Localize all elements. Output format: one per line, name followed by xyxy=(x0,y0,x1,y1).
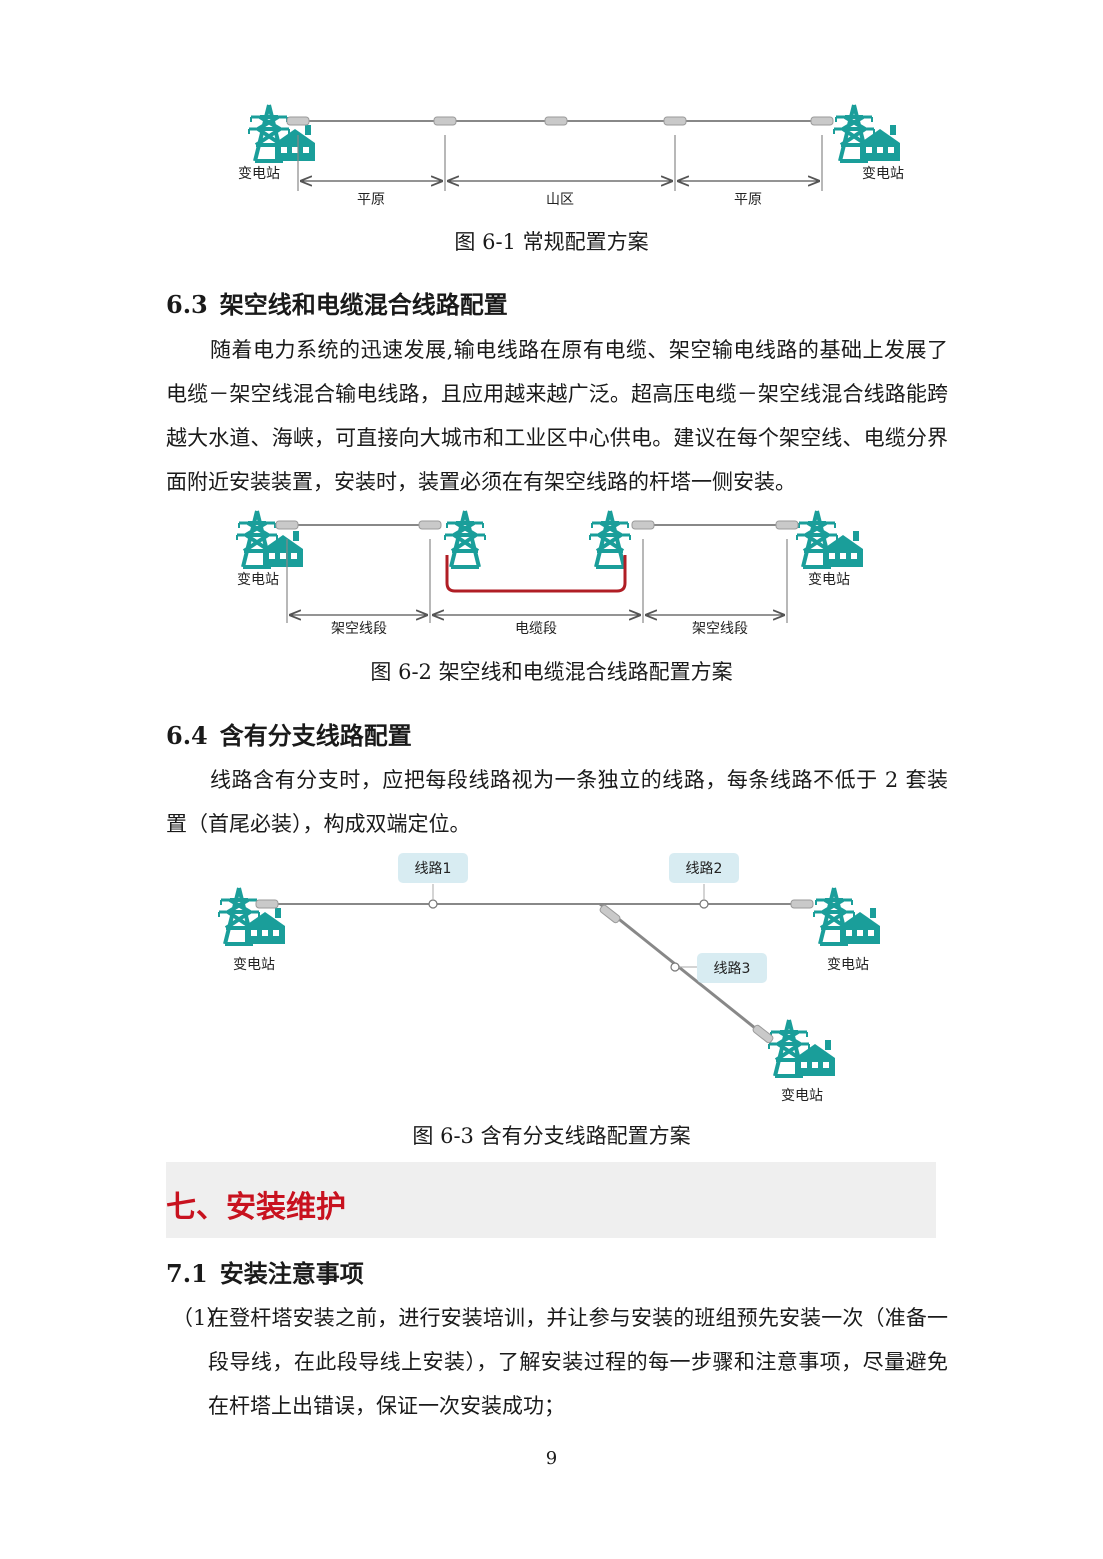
section-number: 6.3 xyxy=(166,290,208,319)
device-icon xyxy=(544,116,568,126)
station-label: 变电站 xyxy=(827,957,869,973)
list-item-text: 在登杆塔安装之前，进行安装培训，并让参与安装的班组预先安装一次（准备一段导线，在… xyxy=(208,1306,948,1418)
figure-6-3: 线路1 线路2 线路3 变电站 变电站 变电站 xyxy=(215,853,895,1104)
device-icon xyxy=(810,116,834,126)
figure-caption: 图 6-2 架空线和电缆混合线路配置方案 xyxy=(370,660,733,684)
list-marker: （1） xyxy=(172,1306,228,1330)
device-icon xyxy=(286,116,310,126)
station-label: 变电站 xyxy=(238,166,280,182)
device-icon xyxy=(663,116,687,126)
section-number: 7.1 xyxy=(166,1259,208,1288)
device-icon xyxy=(275,520,299,530)
segment-label: 电缆段 xyxy=(515,621,557,637)
segment-label: 平原 xyxy=(734,192,762,208)
page-number: 9 xyxy=(545,1448,558,1469)
substation-icon xyxy=(219,888,285,944)
figure-caption: 图 6-3 含有分支线路配置方案 xyxy=(412,1124,691,1148)
substation-icon xyxy=(797,511,863,567)
substation-icon xyxy=(769,1020,835,1076)
line-label: 线路1 xyxy=(415,861,452,877)
device-icon xyxy=(433,116,457,126)
chapter-title: 七、安装维护 xyxy=(166,1190,346,1225)
section-heading: 7.1 安装注意事项 xyxy=(166,1254,364,1289)
device-icon xyxy=(790,899,814,909)
section-heading: 6.4 含有分支线路配置 xyxy=(166,716,412,751)
section-title: 架空线和电缆混合线路配置 xyxy=(219,291,508,319)
segment-label: 平原 xyxy=(357,192,385,208)
device-icon xyxy=(598,903,622,925)
device-icon xyxy=(418,520,442,530)
line-label: 线路3 xyxy=(714,961,751,977)
segment-label: 架空线段 xyxy=(692,621,748,637)
figure-caption: 图 6-1 常规配置方案 xyxy=(454,230,649,254)
paragraph: 随着电力系统的迅速发展,输电线路在原有电缆、架空输电线路的基础上发展了电缆－架空… xyxy=(166,338,948,494)
section-title: 安装注意事项 xyxy=(219,1260,364,1288)
substation-icon xyxy=(237,511,303,567)
device-icon xyxy=(255,899,279,909)
section-heading: 6.3 架空线和电缆混合线路配置 xyxy=(166,285,508,320)
paragraph: 线路含有分支时，应把每段线路视为一条独立的线路，每条线路不低于 2 套装置（首尾… xyxy=(166,768,948,836)
station-label: 变电站 xyxy=(237,572,279,588)
section-number: 6.4 xyxy=(166,721,208,750)
device-icon xyxy=(631,520,655,530)
cable-line xyxy=(445,555,627,593)
segment-label: 山区 xyxy=(546,192,574,208)
tower-icon xyxy=(443,509,487,569)
chapter-heading-bar: 七、安装维护 xyxy=(166,1162,936,1238)
line-label: 线路2 xyxy=(686,861,723,877)
segment-label: 架空线段 xyxy=(331,621,387,637)
device-icon xyxy=(775,520,799,530)
station-label: 变电站 xyxy=(233,957,275,973)
list-item: （1） 在登杆塔安装之前，进行安装培训，并让参与安装的班组预先安装一次（准备一段… xyxy=(172,1296,948,1428)
substation-icon xyxy=(834,105,900,161)
substation-icon xyxy=(814,888,880,944)
figure-6-1: 变电站 变电站 平原 山区 平原 xyxy=(238,95,904,208)
section-title: 含有分支线路配置 xyxy=(219,722,412,750)
station-label: 变电站 xyxy=(808,572,850,588)
station-label: 变电站 xyxy=(781,1088,823,1104)
station-label: 变电站 xyxy=(862,166,904,182)
figure-6-2: 变电站 变电站 架空线段 电缆段 架空线段 xyxy=(237,509,885,637)
substation-icon xyxy=(249,105,315,161)
